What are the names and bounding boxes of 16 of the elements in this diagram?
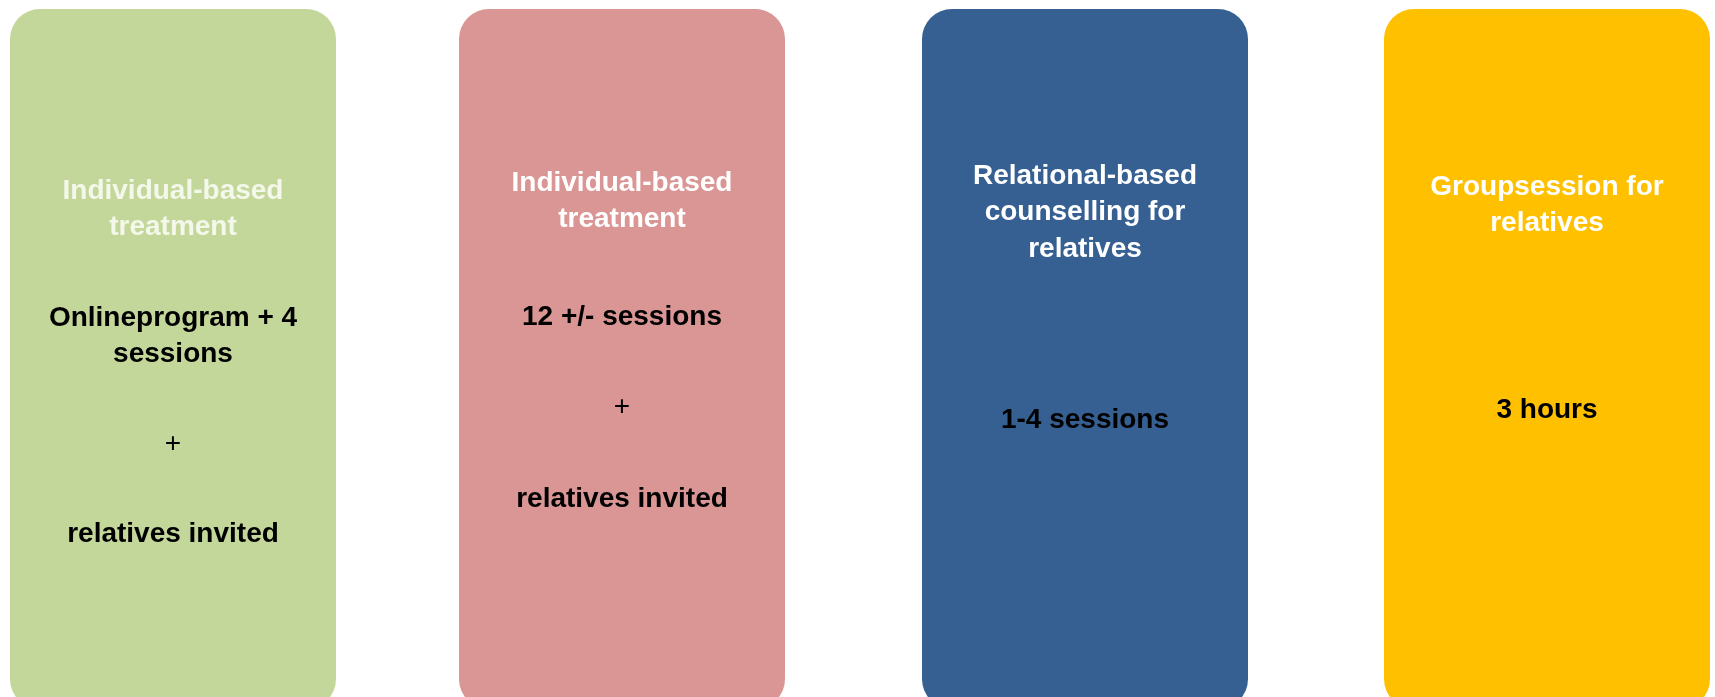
card-text: Onlineprogram + 4 sessions <box>47 299 299 370</box>
card-text: relatives invited <box>66 515 280 550</box>
card-text: + <box>612 388 632 423</box>
card-title: Relational-based counselling for relatives <box>971 158 1199 266</box>
card-title: Individual-based treatment <box>61 172 285 243</box>
card-text: 3 hours <box>1495 391 1599 426</box>
card-text: relatives invited <box>515 480 729 515</box>
card-title: Individual-based treatment <box>510 164 734 235</box>
card-title: Groupsession for relatives <box>1429 168 1665 239</box>
card-text: 1-4 sessions <box>999 401 1171 436</box>
card-text: + <box>163 425 183 460</box>
card <box>1384 9 1710 697</box>
card <box>922 9 1248 697</box>
card-text: 12 +/- sessions <box>521 298 723 333</box>
card <box>459 9 785 697</box>
card <box>10 9 336 697</box>
